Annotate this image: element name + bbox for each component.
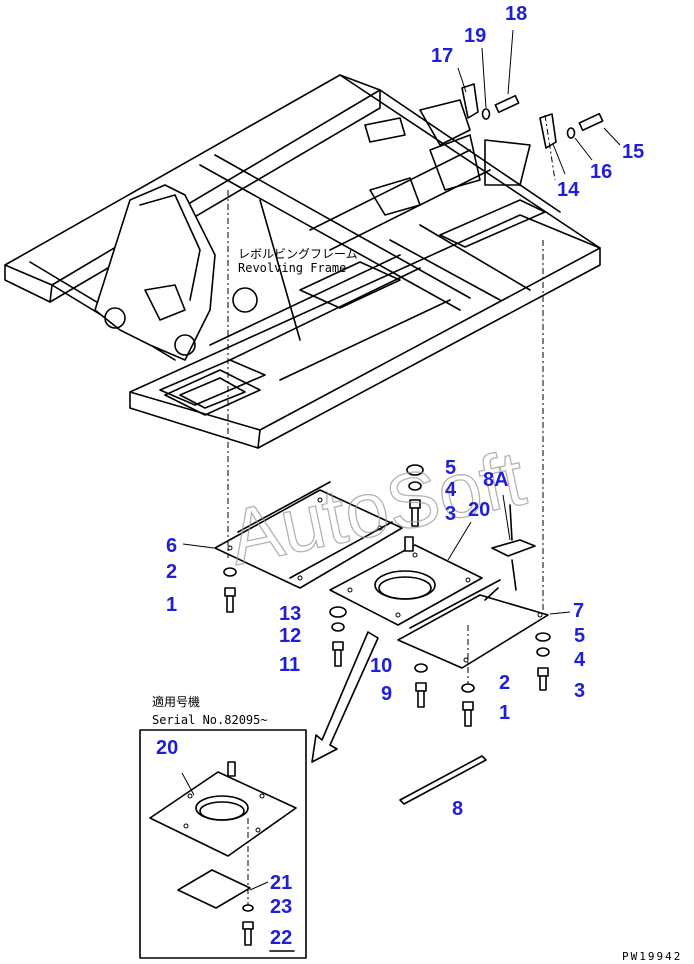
callout-22: 22 (270, 927, 292, 949)
part-8-strip (399, 755, 487, 805)
frame-label-japanese: レボルビングフレーム (238, 247, 358, 261)
callout-17: 17 (431, 45, 453, 67)
callout-3-right: 3 (574, 680, 585, 702)
callout-1-left: 1 (166, 594, 177, 616)
callout-19: 19 (464, 25, 486, 47)
callout-1-center: 1 (499, 702, 510, 724)
callout-2-left: 2 (166, 561, 177, 583)
callout-3-top: 3 (445, 503, 456, 525)
callout-18: 18 (505, 3, 527, 25)
callout-10: 10 (370, 655, 392, 677)
callout-20: 20 (468, 499, 490, 521)
drawing-code: PW19942 (622, 950, 682, 963)
inset-title-japanese: 適用号機 (152, 694, 200, 709)
callout-4-top: 4 (445, 479, 457, 501)
callout-21: 21 (270, 872, 292, 894)
inset-frame (139, 729, 307, 959)
bracket-hardware-upper (461, 83, 604, 149)
callout-8A: 8A (483, 469, 509, 491)
callout-11: 11 (279, 654, 300, 676)
callout-2-center: 2 (499, 672, 510, 694)
frame-label-english: Revolving Frame (238, 261, 346, 275)
callout-labels: 18 19 17 15 16 14 5 8A 4 3 20 6 2 1 7 13… (156, 3, 644, 949)
inset-assembly (149, 761, 297, 946)
fasteners (223, 464, 551, 727)
callout-8: 8 (452, 798, 463, 820)
callout-4-right: 4 (574, 649, 586, 671)
callout-13: 13 (279, 603, 301, 625)
callout-9: 9 (381, 683, 392, 705)
callout-5-top: 5 (445, 457, 456, 479)
inset-serial-number: Serial No.82095~ (152, 713, 268, 727)
callout-20-inset: 20 (156, 737, 178, 759)
alignment-lines (227, 114, 556, 685)
callout-14: 14 (557, 179, 580, 201)
callout-6: 6 (166, 535, 177, 557)
floor-plates (214, 481, 549, 669)
detail-arrow (311, 631, 379, 763)
revolving-frame (4, 74, 601, 449)
callout-5-right: 5 (574, 625, 585, 647)
callout-12: 12 (279, 625, 301, 647)
callout-23: 23 (270, 896, 292, 918)
callout-16: 16 (590, 161, 612, 183)
leader-lines (181, 29, 621, 891)
callout-15: 15 (622, 141, 644, 163)
callout-7: 7 (573, 600, 584, 622)
